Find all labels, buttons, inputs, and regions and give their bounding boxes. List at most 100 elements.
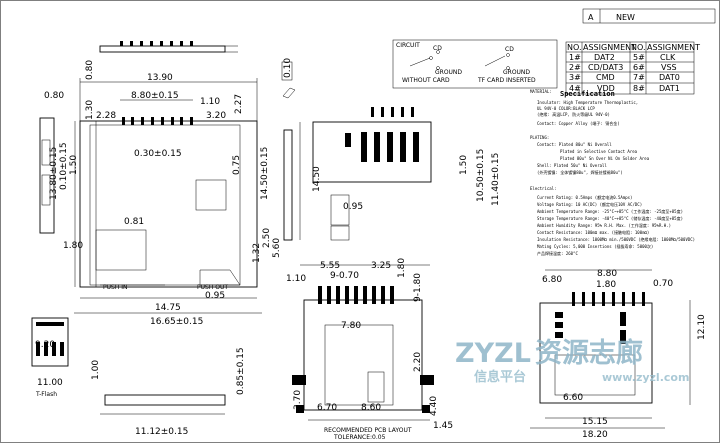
dim-13-80: 13.80±0.15 [49,147,59,200]
table-cell: CLK [660,53,676,62]
revision-block: A NEW [582,8,716,24]
revision-note: NEW [616,13,635,22]
dim-0-70: 0.70 [653,279,673,289]
dim-1-32: 1.32 [252,243,262,263]
dim-3-25: 3.25 [371,261,391,271]
dim-1-10: 1.10 [200,97,220,107]
dim-1-50: 1.50 [69,155,79,175]
pcb-tolerance: TOLERANCE:0.05 [333,434,386,441]
dim-2-50: 2.50 [262,228,272,248]
dim-2-28: 2.28 [96,111,116,121]
dim-8-60: 8.60 [361,403,381,413]
table-cell: CMD [596,73,615,82]
circuit-cd-right: CD [505,46,514,53]
spec-line: Storage Temperature Range: -40°C~+85°C (… [537,215,683,221]
dim-0-81: 0.81 [124,217,144,227]
dim-6-60: 6.60 [563,393,583,403]
dim-11-12: 11.12±0.15 [135,427,188,437]
spec-line: Insulator: High Temperature Thermoplasti… [537,100,638,105]
spec-line: (外壳镀镍: 全体镀镍80u", 焊接处镀锡80u") [537,169,623,175]
table-cell: 3# [569,73,581,82]
dim-10-50: 10.50±0.15 [476,149,486,202]
dim-18-20: 18.20 [582,430,608,440]
push-out-label: PUSH OUT [197,284,228,291]
dim-1-30: 1.30 [85,100,95,120]
dim-0-10-b: 0.10±0.15 [59,142,69,190]
dim-5-55: 5.55 [320,261,340,271]
table-cell: VDD [597,84,615,93]
spec-line: 产品焊接温度: 260°C [537,250,578,256]
spec-plating-head: PLATING: [530,135,549,140]
th-assign-2: ASSIGNMENT [647,43,700,52]
vertical-dimension-texts: 0.80 1.30 0.10 2.27 13.80±0.15 0.10±0.15… [49,58,707,416]
watermark: ZYZL 资源志 廊 信息平台 www.zyzl.com [455,337,689,385]
pcb-title: RECOMMENDED PCB LAYOUT [324,427,412,434]
dim-0-75: 0.75 [232,155,242,175]
spec-line: UL 94V-0 COLOR:BLACK LCP [537,106,595,111]
specification-notes: MATERIAL: Specification Insulator: High … [530,89,695,256]
dim-15-15: 15.15 [582,417,608,427]
dim-1-00: 1.00 [91,360,101,380]
tflash-label: T-Flash [35,391,57,398]
table-cell: VSS [661,63,677,72]
circuit-left-caption: WITHOUT CARD [402,77,450,84]
pcb-layout: RECOMMENDED PCB LAYOUT TOLERANCE:0.05 [292,286,434,441]
card-views: T-Flash [31,317,226,406]
circuit-cd-left: CD [433,45,442,52]
dim-13-90: 13.90 [147,73,173,83]
watermark-tail: 廊 [616,337,643,369]
dim-0-30: 0.30±0.15 [134,149,182,159]
circuit-ground-left: GROUND [435,69,462,76]
table-cell: 7# [633,73,645,82]
dim-8-80: 8.80±0.15 [131,91,179,101]
circuit-right-caption: TF CARD INSERTED [477,77,536,84]
dim-11-40: 11.40±0.15 [491,153,501,206]
dim-8-80-b: 8.80 [597,269,617,279]
dim-14-50-a: 14.50±0.15 [260,147,270,200]
spec-line: Plated 80u" Sn Over Ni On Solder Area [560,156,650,161]
table-cell: DAT1 [659,84,680,93]
spec-electrical-head: Electrical: [530,186,557,191]
dim-1-50-b: 1.50 [459,155,469,175]
table-cell: 4# [569,84,581,93]
table-cell: 5# [633,53,645,62]
dim-14-75: 14.75 [155,303,181,313]
table-cell: 8# [633,84,645,93]
dim-11-00: 11.00 [37,378,63,388]
spec-line: Shell: Plated 50u" Ni Overall [537,163,607,168]
spec-line: Mating Cycles: 5,000 Insertions (插拔寿命: 5… [537,243,653,249]
table-cell: 6# [633,63,645,72]
dim-2-27: 2.27 [234,94,244,114]
spec-line: Contact: Plated 80u" Ni Overall [537,142,612,147]
dim-9-20: 9.20 [35,340,55,350]
spec-line: Ambient Humidity Range: 95% R.H. Max. (工… [537,222,671,228]
th-no-2: NO. [631,43,646,52]
table-cell: 2# [569,63,581,72]
watermark-brand: ZYZL [455,338,531,369]
dimension-lines [74,78,691,429]
dim-14-50-b: 14.50 [312,166,322,192]
revision-letter: A [588,13,594,22]
dim-1-80-c: 1.80 [596,280,616,290]
circuit-title: CIRCUIT [396,42,420,49]
dim-4-40: 4.40 [429,396,439,416]
spec-material-head: MATERIAL: [530,89,552,94]
spec-line: Insulation Resistance: 1000MΩ min./500VD… [537,236,695,242]
bottom-view [539,292,653,404]
th-no-1: NO. [567,43,582,52]
top-view: PUSH IN PUSH OUT [79,61,296,291]
dim-0-95-b: 0.95 [343,202,363,212]
dim-0-85: 0.85±0.15 [236,347,246,395]
table-cell: DAT2 [594,53,615,62]
dim-12-10: 12.10 [697,314,707,340]
dim-16-65: 16.65±0.15 [150,317,203,327]
dim-2-20: 2.20 [413,352,423,372]
dim-1-10-b: 1.10 [286,274,306,284]
spec-line: Current Rating: 0.5Amps (额定电流0.5Amps) [537,194,632,200]
spec-line: Plated in Selective Contact Area [560,149,638,154]
dim-9-070: 9-0.70 [330,271,359,281]
spec-title: Specification [560,90,615,98]
dim-9-180: 9-1.80 [413,273,423,302]
watermark-url: www.zyzl.com [602,371,689,384]
